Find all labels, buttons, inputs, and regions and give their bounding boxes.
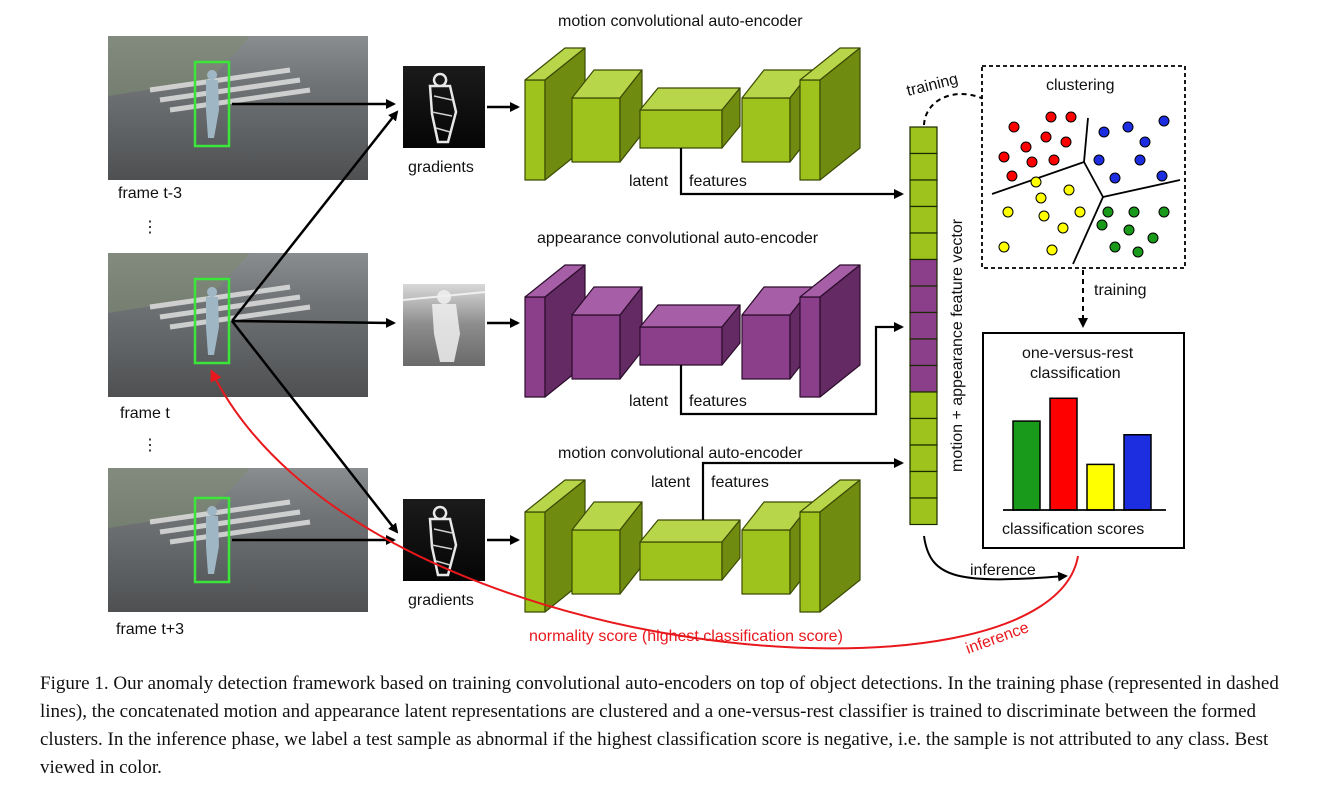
classification-scores-label: classification scores [1002,521,1144,538]
ae-motion-top-title: motion convolutional auto-encoder [558,13,803,30]
ovr-title-line2: classification [1030,365,1121,382]
frame-t-minus-3-label: frame t-3 [118,185,182,202]
feature-vector-label: motion + appearance feature vector [949,218,966,472]
classification-bar [1086,463,1115,511]
detection-box [193,60,231,148]
classification-bar [1049,397,1078,511]
feature-vector [909,126,938,526]
figure-caption: Figure 1. Our anomaly detection framewor… [40,673,1279,778]
ovr-title-line1: one-versus-rest [1022,345,1134,362]
latent-label-bottom: latent [651,474,691,491]
arrow-frame-t-to-appearance [231,317,396,328]
ae-appearance-title: appearance convolutional auto-encoder [537,230,819,247]
clustering-title: clustering [1046,77,1114,94]
arrow-frame-t-to-gradients-bottom [231,320,399,534]
inference-arrow-black [923,535,1068,582]
latent-label-mid: latent [629,393,669,410]
detection-box [193,277,231,365]
frame-t-image [108,253,368,397]
gradients-label-top: gradients [408,159,474,176]
ae-appearance [524,264,861,398]
detection-box [193,496,231,584]
latent-connector-bottom [701,458,904,520]
training-label-top: training [905,71,960,100]
arrow-frame-t-to-gradients-top [231,110,399,322]
classification-bar [1123,434,1152,511]
inference-label-black: inference [970,562,1036,579]
features-label-bottom: features [711,474,769,491]
features-label-mid: features [689,393,747,410]
inference-arrow-red [210,369,1079,650]
features-label-top: features [689,173,747,190]
gradients-label-bottom: gradients [408,592,474,609]
latent-connector-top [679,148,904,199]
frame-t-plus-3-label: frame t+3 [116,621,184,638]
gradient-image-top [403,66,485,148]
ae-motion-bottom [524,479,861,613]
ae-motion-bottom-title: motion convolutional auto-encoder [558,445,803,462]
latent-connector-mid [679,322,904,416]
training-arrow-top [923,93,1011,126]
normality-score-label: normality score (highest classification … [529,628,843,645]
ellipsis-top: ⋮ [142,219,158,236]
classification-bar [1012,420,1041,511]
training-label-right: training [1094,282,1146,299]
appearance-image [402,284,486,366]
framework-diagram: frame t-3 ⋮ frame t ⋮ frame t+3 gradient… [108,13,1186,658]
cluster-points [998,111,1170,258]
frame-t-minus-3-image [108,36,368,180]
classification-bars [1012,397,1152,511]
frame-t-label: frame t [120,405,170,422]
latent-label-top: latent [629,173,669,190]
inference-label-red: inference [964,619,1032,658]
ae-motion-top [524,47,861,181]
ellipsis-bottom: ⋮ [142,437,158,454]
